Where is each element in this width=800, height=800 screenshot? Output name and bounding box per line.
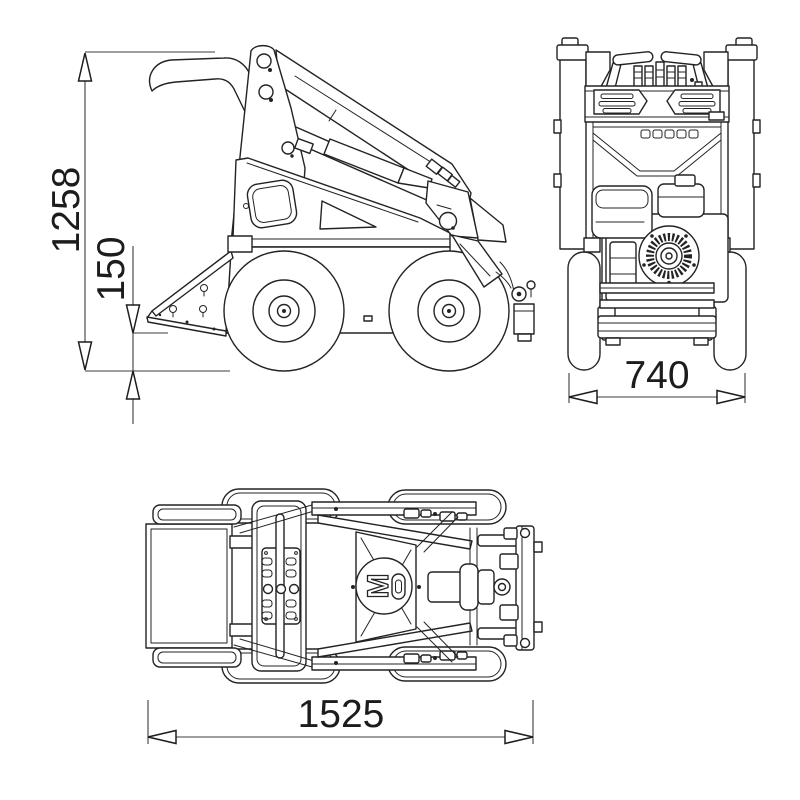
brand-logo: M: [355, 557, 413, 615]
dim-arrow-left-icon: [147, 729, 177, 745]
dim-arrow-up-icon: [125, 370, 141, 400]
control-lever-right: [660, 51, 709, 89]
loader-arm-left: [553, 37, 611, 253]
dimension-ground-clearance: 150: [90, 236, 168, 424]
dim-arrow-up-icon: [77, 52, 93, 82]
intake-fittings: [633, 61, 703, 89]
serial-label: [708, 111, 725, 121]
control-console: [251, 500, 307, 672]
frame-braces: [592, 121, 722, 239]
pivot-pin-mid: [258, 84, 274, 100]
pivot-pin-lower: [281, 141, 295, 155]
dim-arrow-right-icon: [504, 729, 534, 745]
dimension-overall-width: 740: [568, 354, 746, 405]
tilt-cylinder: [427, 563, 511, 611]
dim-arrow-left-icon: [568, 389, 598, 405]
overall-height-label: 1258: [45, 167, 88, 254]
rear-view: [553, 37, 761, 371]
rear-bumper: [597, 282, 717, 346]
engine: [591, 174, 729, 322]
muffler: [591, 185, 653, 239]
svg-text:M: M: [362, 574, 395, 599]
side-wheel-front: [223, 250, 345, 372]
overall-length-label: 1525: [298, 693, 385, 736]
dim-arrow-right-icon: [716, 389, 746, 405]
top-view: M: [145, 488, 543, 684]
boom-elbow-plate: [425, 180, 479, 239]
attachment-plate: [477, 525, 543, 651]
operator-platform: [145, 504, 299, 668]
rear-frame-panel: [584, 85, 730, 123]
dimension-overall-length: 1525: [147, 693, 534, 745]
ground-clearance-label: 150: [90, 236, 133, 301]
side-view: [146, 44, 536, 372]
dim-arrow-down-icon: [125, 304, 141, 334]
triangle-cutout: [319, 200, 377, 230]
pivot-pin-top: [256, 53, 272, 69]
rear-view-wheel-left: [567, 251, 601, 371]
rear-attachment-mount: [451, 234, 536, 342]
dim-arrow-down-icon: [77, 341, 93, 371]
side-window: [246, 179, 298, 229]
hydraulic-fittings: [425, 158, 461, 188]
fuel-tank: [657, 183, 705, 218]
dimension-overall-height: 1258: [45, 51, 230, 372]
hydraulic-couplers: [403, 508, 468, 664]
overall-width-label: 740: [624, 354, 689, 397]
recoil-starter: [638, 225, 700, 287]
front-blade: [146, 235, 253, 337]
side-wheel-rear: [388, 250, 510, 372]
engine-cover-panel: M: [351, 511, 459, 663]
